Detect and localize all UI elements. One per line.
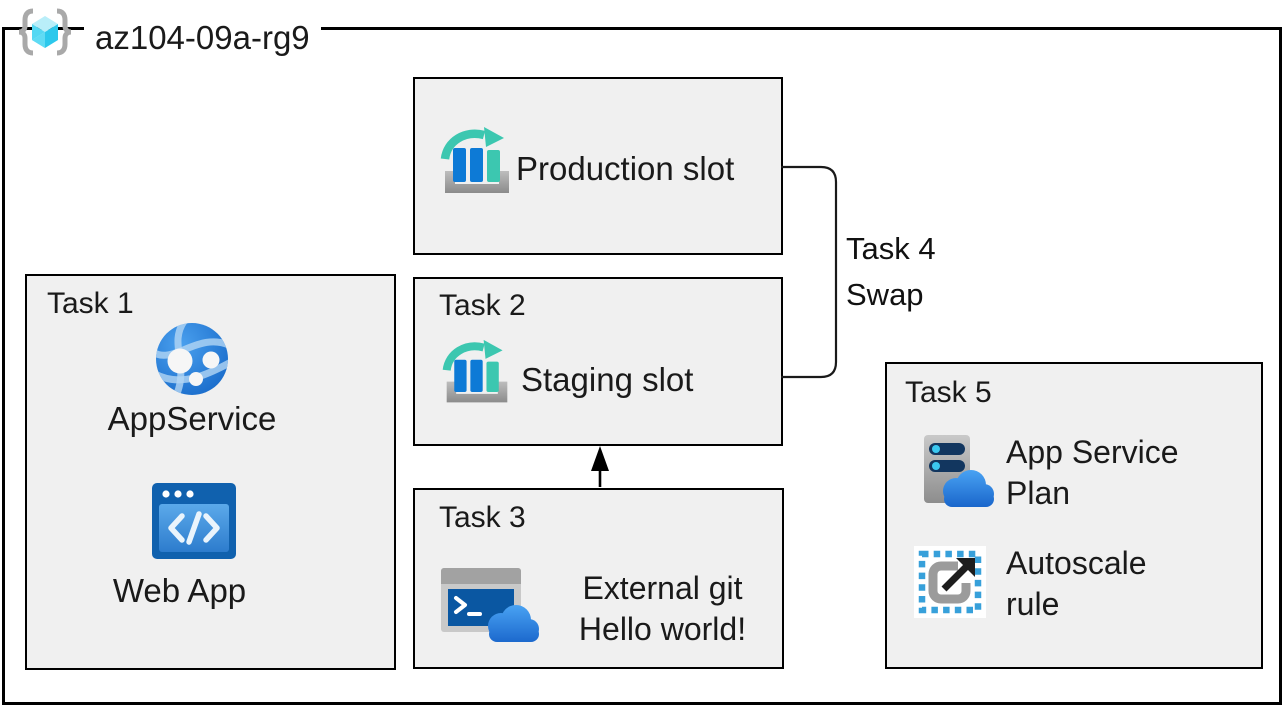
task4-line2: Swap (846, 277, 924, 312)
task2-box: Task 2 Staging slot (413, 277, 783, 446)
asp-line2: Plan (1006, 475, 1071, 511)
resource-group-box (2, 27, 1282, 705)
task4-line1: Task 4 (846, 231, 936, 266)
staging-slot-label: Staging slot (521, 361, 694, 398)
app-service-plan-label: App Service Plan (1006, 432, 1179, 514)
autoscale-icon (914, 546, 986, 623)
task3-box: Task 3 (413, 488, 784, 669)
resource-group-icon (16, 7, 74, 57)
task4-label: Task 4 Swap (846, 226, 936, 318)
resource-group-label: az104-09a-rg9 (84, 17, 321, 59)
task1-box: Task 1 AppService (25, 274, 396, 670)
asp-line1: App Service (1006, 434, 1179, 470)
task5-title: Task 5 (905, 376, 992, 409)
task1-title: Task 1 (47, 287, 134, 320)
web-app-icon (152, 483, 236, 564)
task2-title: Task 2 (439, 289, 526, 322)
deployment-slots-icon (441, 339, 513, 414)
task5-box: Task 5 (885, 362, 1263, 669)
task3-line1: External git (582, 570, 743, 606)
task3-line2: Hello world! (578, 611, 747, 647)
app-service-icon (155, 322, 229, 401)
autoscale-line2: rule (1006, 586, 1060, 622)
autoscale-line1: Autoscale (1006, 545, 1147, 581)
resource-group-header: az104-09a-rg9 (16, 7, 321, 59)
production-slot-box: Production slot (413, 77, 783, 255)
deployment-slots-icon (439, 127, 515, 204)
autoscale-rule-label: Autoscale rule (1006, 543, 1147, 625)
app-service-plan-icon (916, 433, 996, 514)
web-app-label: Web App (112, 572, 247, 609)
cloud-shell-icon (437, 562, 541, 655)
production-slot-label: Production slot (516, 150, 735, 187)
task3-title: Task 3 (439, 501, 526, 534)
app-service-label: AppService (107, 400, 277, 437)
task3-text: External git Hello world! (550, 568, 775, 650)
